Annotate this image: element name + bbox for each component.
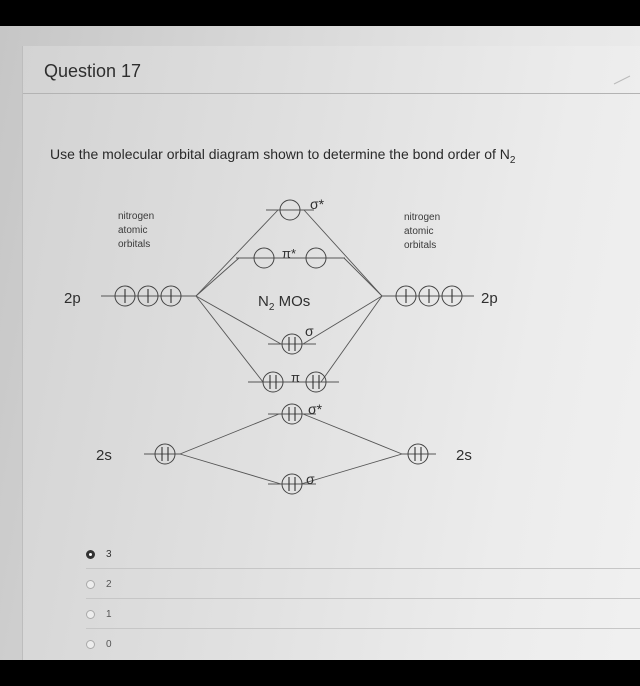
mo-center-label: N2 MOs	[258, 293, 310, 313]
radio-button[interactable]	[86, 609, 95, 619]
sigma-star-2s-label: σ*	[308, 401, 323, 417]
question-prompt-subscript: 2	[509, 155, 516, 166]
orbital-sigma-2p	[281, 333, 303, 355]
right-header-line-2: atomic	[404, 226, 433, 237]
orbital-pi-star-2p-b	[305, 247, 327, 269]
orbital-left-2p-c	[160, 285, 182, 307]
sigma-2s-label: σ	[306, 471, 315, 487]
question-header: Question 17	[23, 46, 640, 94]
right-2s-label: 2s	[456, 447, 472, 464]
radio-button[interactable]	[86, 639, 95, 649]
orbital-left-2p-a	[114, 285, 136, 307]
answer-label: 1	[106, 608, 112, 620]
left-2s-label: 2s	[96, 447, 112, 464]
right-header-line-1: nitrogen	[404, 212, 440, 223]
sigma-2p-label: σ	[305, 323, 314, 339]
answer-label: 2	[106, 578, 112, 590]
question-prompt-text: Use the molecular orbital diagram shown …	[50, 146, 510, 162]
answer-option-3[interactable]: 3	[86, 540, 640, 569]
orbital-right-2s	[407, 443, 429, 465]
orbital-circles	[114, 199, 463, 495]
orbital-left-2s	[154, 443, 176, 465]
orbital-sigma-star-2s	[281, 403, 303, 425]
question-title: Question 17	[44, 61, 142, 81]
mo-diagram: nitrogen atomic orbitals nitrogen atomic…	[64, 196, 498, 495]
orbital-right-2p-b	[418, 285, 440, 307]
orbital-sigma-star-2p	[279, 199, 301, 221]
question-card: Question 17 Use the molecular orbital di…	[22, 46, 640, 660]
orbital-left-2p-b	[137, 285, 159, 307]
right-header-line-3: orbitals	[404, 240, 436, 251]
radio-button[interactable]	[86, 549, 95, 559]
answer-label: 3	[106, 548, 112, 560]
left-2p-label: 2p	[64, 290, 81, 307]
left-header-line-2: atomic	[118, 225, 147, 236]
electron-marks	[124, 289, 453, 491]
screen: Question 17 Use the molecular orbital di…	[0, 26, 640, 660]
collapse-icon[interactable]	[612, 74, 632, 86]
correlation-lines	[179, 209, 403, 485]
orbital-pi-2p-a	[262, 371, 284, 393]
answer-label: 0	[106, 638, 112, 650]
orbital-sigma-2s	[281, 473, 303, 495]
answer-option-1[interactable]: 1	[86, 600, 640, 629]
orbital-right-2p-a	[395, 285, 417, 307]
right-2p-label: 2p	[481, 290, 498, 307]
sigma-star-2p-label: σ*	[310, 196, 325, 212]
pi-2p-label: π	[291, 370, 300, 385]
orbital-pi-2p-b	[305, 371, 327, 393]
question-prompt: Use the molecular orbital diagram shown …	[50, 146, 515, 166]
left-header-line-1: nitrogen	[118, 211, 154, 222]
answer-option-0[interactable]: 0	[86, 630, 640, 658]
radio-button[interactable]	[86, 579, 95, 589]
pi-star-2p-label: π*	[282, 246, 296, 261]
orbital-pi-star-2p-a	[253, 247, 275, 269]
left-header-line-3: orbitals	[118, 239, 150, 250]
answer-option-2[interactable]: 2	[86, 570, 640, 599]
orbital-right-2p-c	[441, 285, 463, 307]
